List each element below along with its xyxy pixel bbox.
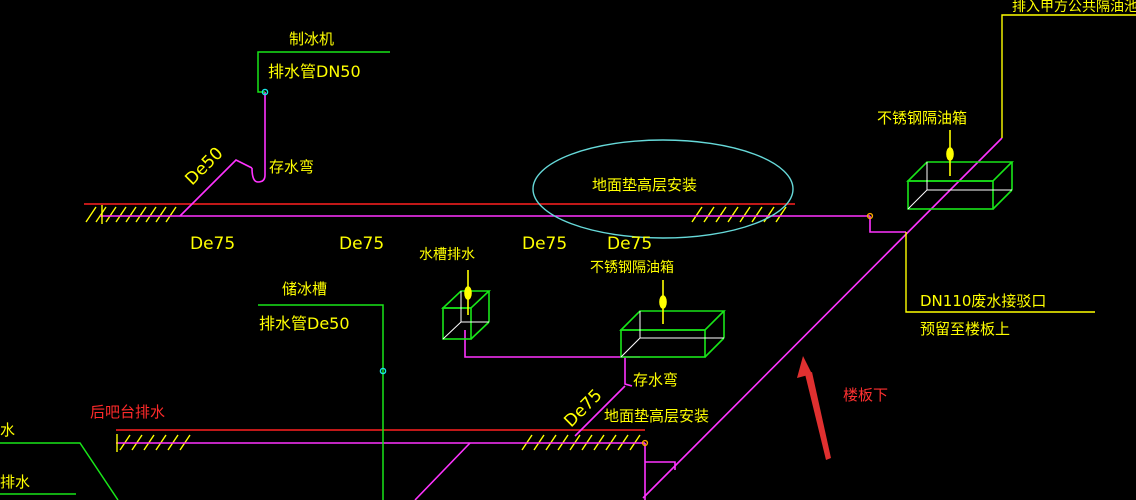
label-de75-1: De75	[190, 234, 235, 254]
label-ss-grease-trap-right: 不锈钢隔油箱	[877, 109, 967, 127]
label-de75-2: De75	[339, 234, 384, 254]
leader-ice-machine	[257, 51, 390, 93]
label-ice-machine: 制冰机	[289, 30, 334, 48]
drain-markers	[464, 130, 954, 324]
pipe-trap-top	[251, 167, 266, 183]
pipe-de50-branch	[179, 159, 253, 217]
label-left-water-2: 排水	[0, 473, 30, 491]
leader-left-1	[0, 442, 119, 500]
sink-box	[440, 290, 492, 340]
fitting-top-riser	[261, 88, 269, 96]
label-ss-grease-trap-mid: 不锈钢隔油箱	[590, 260, 674, 276]
leader-ice-tank	[258, 304, 384, 500]
label-de75-mid: De75	[560, 385, 606, 431]
label-drain-de50-top: 排水管DN50	[268, 62, 361, 81]
label-drain-de50-mid: 排水管De50	[259, 314, 350, 333]
label-de50-top: De50	[181, 143, 227, 189]
drain-pipes	[100, 92, 1003, 500]
label-floor-install-mid: 地面垫高层安装	[604, 407, 709, 425]
floor-install-oval	[532, 139, 794, 239]
yellow-leaders	[905, 14, 1136, 313]
grease-trap-mid	[619, 310, 726, 358]
label-sink-drain: 水槽排水	[419, 247, 475, 263]
label-trap-top: 存水弯	[269, 158, 314, 176]
pipe-sink-drain	[464, 330, 640, 358]
leader-dn110	[905, 232, 1095, 313]
floor-lines	[84, 203, 795, 431]
grease-trap-right	[906, 161, 1014, 210]
leader-top-right	[1001, 14, 1136, 138]
fitting-bottom-end	[641, 439, 649, 447]
fittings	[101, 88, 874, 452]
pipe-long-diagonal	[642, 137, 1003, 499]
label-de75-3: De75	[522, 234, 567, 254]
label-below-floor: 楼板下	[843, 386, 888, 404]
label-dn110-waste: DN110废水接驳口	[920, 292, 1046, 310]
label-top-right-connect: 排入甲方公共隔油池	[1012, 0, 1136, 15]
fitting-ice-tank	[379, 367, 387, 375]
label-floor-install-oval: 地面垫高层安装	[592, 176, 697, 194]
pipe-bottom-diag-left	[414, 442, 471, 500]
label-de75-4: De75	[607, 234, 652, 254]
label-back-kitchen-drain: 后吧台排水	[90, 403, 165, 421]
pipe-mid-de75	[574, 385, 626, 437]
leader-lines	[0, 51, 390, 500]
label-ice-tank: 储冰槽	[282, 280, 327, 298]
below-floor-arrow	[797, 356, 831, 460]
fitting-main-end	[866, 212, 874, 220]
pipe-trap-mid	[624, 357, 633, 387]
pipe-bottom-box	[645, 461, 676, 470]
label-reserve-floor: 预留至楼板上	[920, 320, 1010, 338]
label-trap-mid: 存水弯	[633, 371, 678, 389]
label-left-water-1: 水	[0, 421, 15, 439]
pipe-to-right-trap	[869, 216, 906, 233]
